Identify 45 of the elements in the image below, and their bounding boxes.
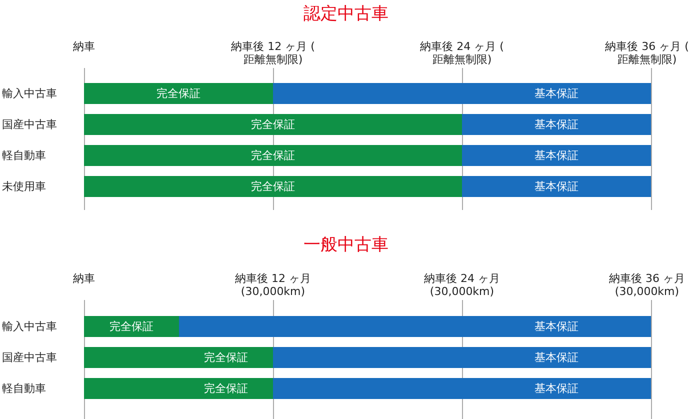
basic-warranty-bar: [462, 145, 651, 166]
bar-label: 完全保証: [250, 179, 296, 195]
bar-label: 基本保証: [534, 319, 580, 335]
section-heading: 認定中古車: [302, 4, 390, 24]
basic-warranty-bar: [273, 83, 651, 104]
bar-label: 基本保証: [534, 148, 580, 164]
bar-label: 完全保証: [202, 381, 249, 397]
bar-label: 完全保証: [108, 319, 154, 335]
bar-label: 基本保証: [534, 117, 580, 133]
timeline-label: 納車後 36 ヶ月 ( 距離無制限): [604, 40, 690, 66]
row-label: 輸入中古車: [2, 87, 57, 100]
full-warranty-bar: [84, 176, 462, 197]
basic-warranty-bar: [462, 114, 651, 135]
timeline-label: 納車後 24 ヶ月 (30,000km): [423, 272, 501, 298]
timeline-label: 納車後 24 ヶ月 ( 距離無制限): [419, 40, 505, 66]
row-label: 未使用車: [2, 180, 46, 193]
timeline-label: 納車: [72, 40, 96, 53]
full-warranty-bar: [84, 378, 273, 399]
full-warranty-bar: [84, 316, 178, 337]
bar-label: 基本保証: [534, 179, 580, 195]
row-label: 国産中古車: [2, 351, 57, 364]
basic-warranty-bar: [273, 347, 651, 368]
timeline-label: 納車後 12 ヶ月 (30,000km): [234, 272, 312, 298]
row-label: 輸入中古車: [2, 320, 57, 333]
bar-label: 完全保証: [250, 148, 296, 164]
bar-label: 完全保証: [250, 117, 296, 133]
full-warranty-bar: [84, 83, 273, 104]
full-warranty-bar: [84, 145, 462, 166]
timeline-label: 納車後 36 ヶ月 (30,000km): [608, 272, 686, 298]
basic-warranty-bar: [178, 316, 651, 337]
row-label: 軽自動車: [2, 382, 46, 395]
row-label: 国産中古車: [2, 118, 57, 131]
section-heading: 一般中古車: [302, 235, 390, 255]
bar-label: 基本保証: [534, 350, 580, 366]
basic-warranty-bar: [273, 378, 651, 399]
bar-label: 完全保証: [202, 350, 249, 366]
basic-warranty-bar: [462, 176, 651, 197]
bar-label: 基本保証: [534, 86, 580, 102]
bar-label: 完全保証: [156, 86, 202, 102]
bar-label: 基本保証: [534, 381, 580, 397]
row-label: 軽自動車: [2, 149, 46, 162]
full-warranty-bar: [84, 114, 462, 135]
timeline-label: 納車後 12 ヶ月 ( 距離無制限): [230, 40, 316, 66]
full-warranty-bar: [84, 347, 273, 368]
timeline-label: 納車: [72, 272, 96, 285]
